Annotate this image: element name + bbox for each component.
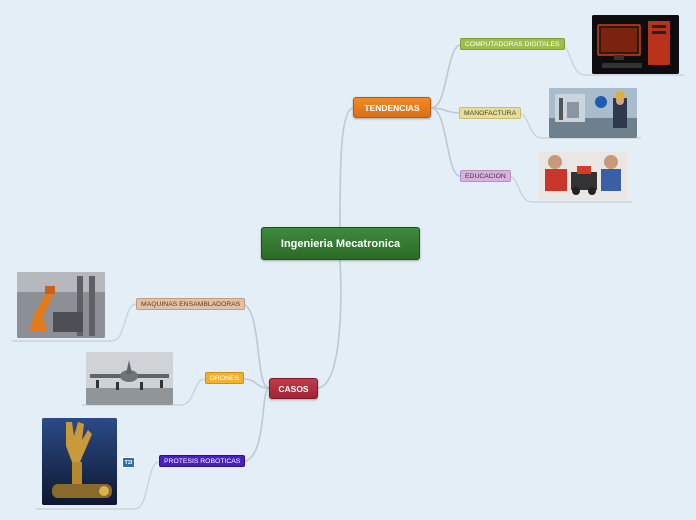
robot-arm-image[interactable] [17,272,105,338]
computer-image[interactable] [592,15,679,74]
subtopic-educacion[interactable]: EDUCACION [460,170,511,182]
topic-tendencias[interactable]: TENDENCIAS [353,97,431,118]
subtopic-drones[interactable]: DRONES [205,372,245,384]
drone-image[interactable] [86,352,173,405]
topic-casos[interactable]: CASOS [269,378,318,399]
subtopic-protesis-roboticas[interactable]: PROTESIS ROBOTICAS [159,455,246,467]
subtopic-maquinas-ensambladoras[interactable]: MAQUINAS ENSAMBLADORAS [136,298,246,310]
subtopic-manofactura[interactable]: MANOFACTURA [459,107,522,119]
subtopic-computadoras-digitales[interactable]: COMPUTADORAS DIGITALES [460,38,565,50]
education-robot-image[interactable] [539,152,627,200]
factory-image[interactable] [549,88,637,138]
central-topic[interactable]: Ingenieria Mecatronica [261,227,420,260]
prosthetic-arm-image[interactable] [42,418,117,505]
attachment-icon[interactable]: T2I [122,457,135,468]
